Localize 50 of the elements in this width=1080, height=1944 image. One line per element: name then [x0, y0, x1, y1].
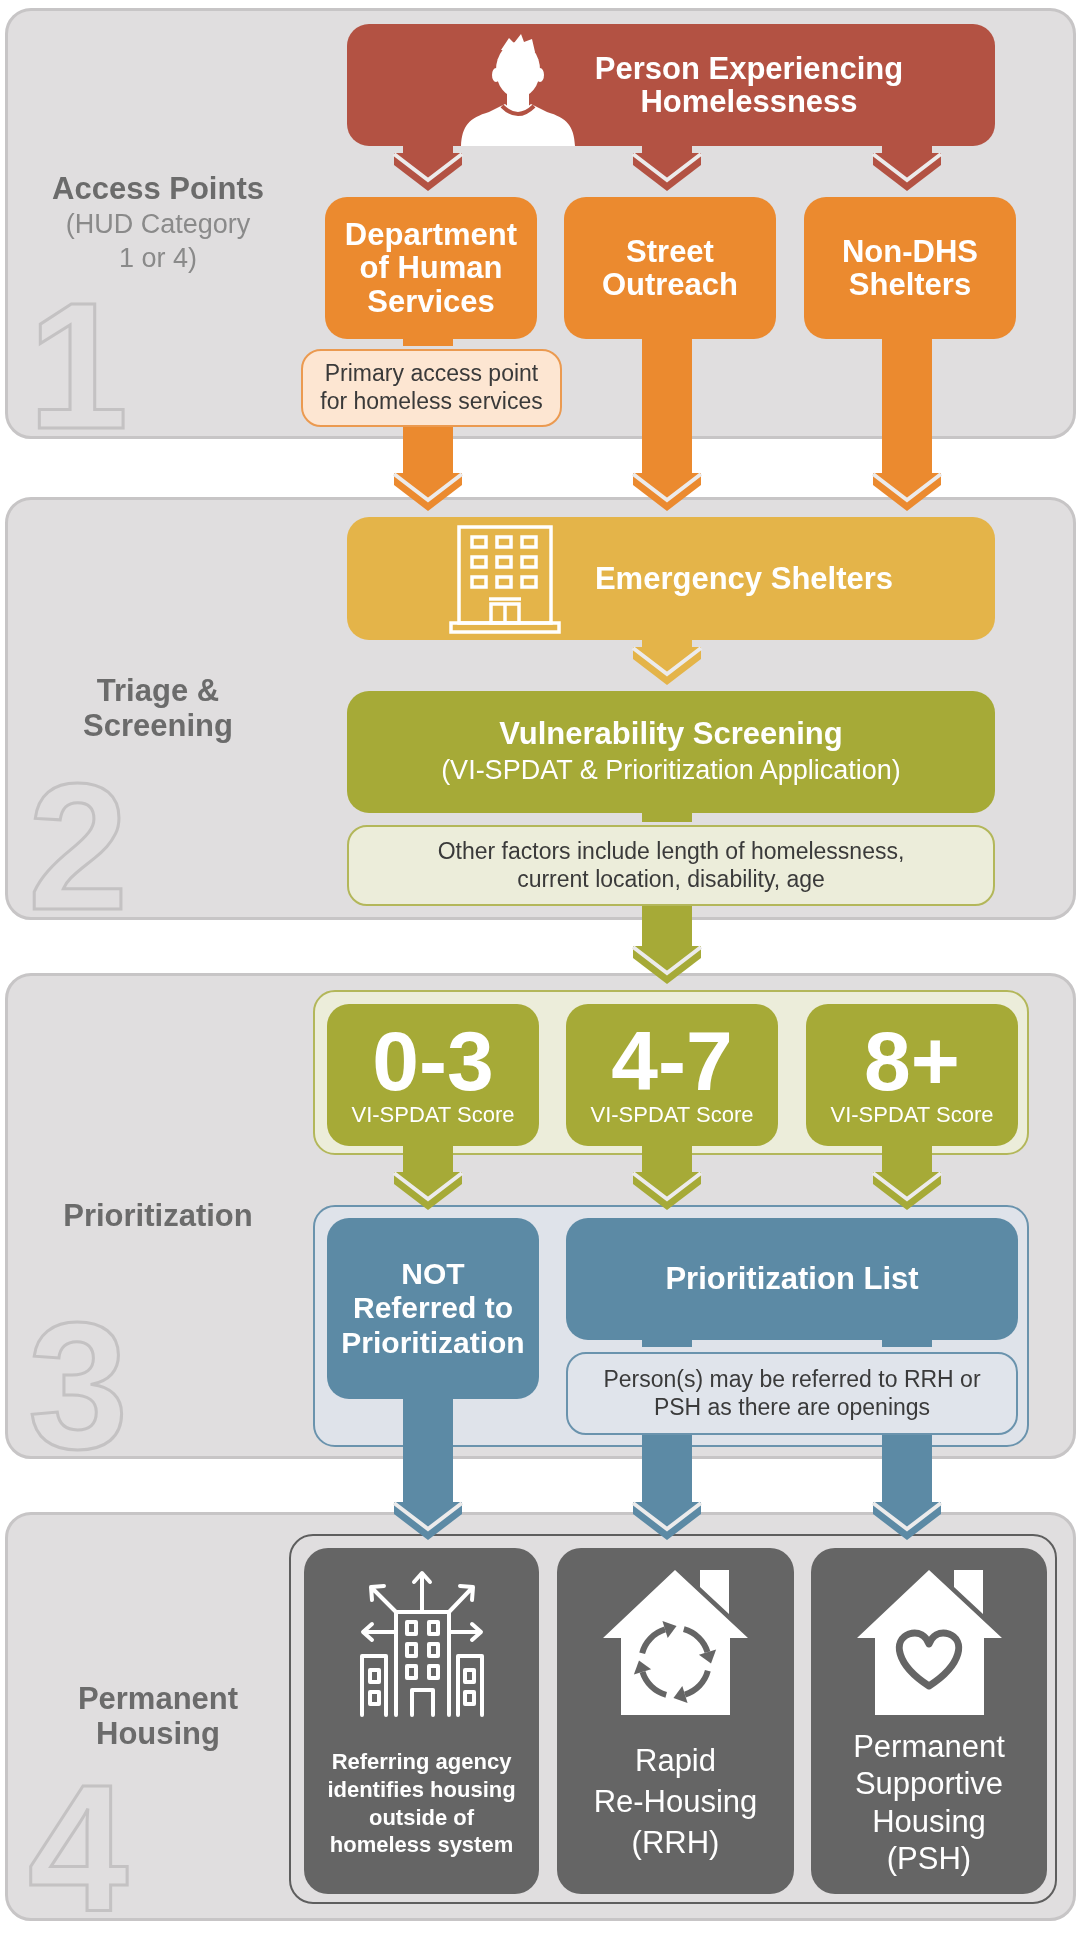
score-label: VI-SPDAT Score [590, 1101, 754, 1129]
box-title: Rapid Re-Housing (RRH) [592, 1742, 759, 1862]
note-box [301, 349, 562, 427]
section-title: Prioritization [63, 1198, 253, 1234]
box-subtitle: (VI-SPDAT & Prioritization Application) [441, 754, 901, 787]
process-box [347, 691, 995, 813]
section-panel [5, 497, 1076, 920]
section-title: Access Points [52, 171, 264, 206]
box-title: Street Outreach [600, 234, 740, 302]
process-box [804, 197, 1016, 339]
score-label: VI-SPDAT Score [351, 1101, 515, 1129]
score-value: 4-7 [611, 1021, 733, 1102]
box-title: Person Experiencing Homelessness [593, 51, 905, 119]
box-title: Vulnerability Screening [499, 717, 843, 751]
box-title: Prioritization List [665, 1262, 919, 1296]
note-box [566, 1352, 1018, 1435]
process-box [327, 1218, 539, 1399]
score-value: 0-3 [372, 1021, 494, 1102]
section-title: Permanent Housing [76, 1682, 240, 1751]
box-title: Permanent Supportive Housing (PSH) [852, 1728, 1006, 1877]
score-box [566, 1004, 778, 1146]
group-frame [289, 1534, 1057, 1904]
score-box [806, 1004, 1018, 1146]
box-title: Referring agency identifies housing outside of homeless system [326, 1747, 517, 1860]
process-box [564, 197, 776, 339]
box-title: Non-DHS Shelters [840, 234, 979, 302]
note-box [347, 825, 995, 906]
note-text: Other factors include length of homelessness, current location, disability, age [436, 837, 906, 894]
process-box [304, 1548, 539, 1894]
process-box [557, 1548, 794, 1894]
note-text: Person(s) may be referred to RRH or PSH as there are openings [602, 1365, 982, 1422]
note-text: Primary access point for homeless services [319, 360, 544, 416]
score-box [327, 1004, 539, 1146]
process-box [325, 197, 537, 339]
process-box [566, 1218, 1018, 1340]
process-box [347, 24, 995, 146]
group-frame [313, 1205, 1029, 1447]
box-title: NOT Referred to Prioritization [340, 1256, 526, 1361]
box-title: Emergency Shelters [594, 561, 894, 596]
process-box [811, 1548, 1047, 1894]
section-panel [5, 8, 1076, 439]
section-panel [5, 973, 1076, 1459]
group-frame [313, 990, 1029, 1155]
section-panel [5, 1512, 1076, 1921]
process-box [347, 517, 995, 640]
score-value: 8+ [864, 1021, 960, 1102]
section-title: Triage & Screening [82, 674, 234, 743]
box-title: Department of Human Services [343, 218, 519, 318]
score-label: VI-SPDAT Score [830, 1101, 994, 1129]
section-subtitle: (HUD Category 1 or 4) [64, 207, 252, 275]
